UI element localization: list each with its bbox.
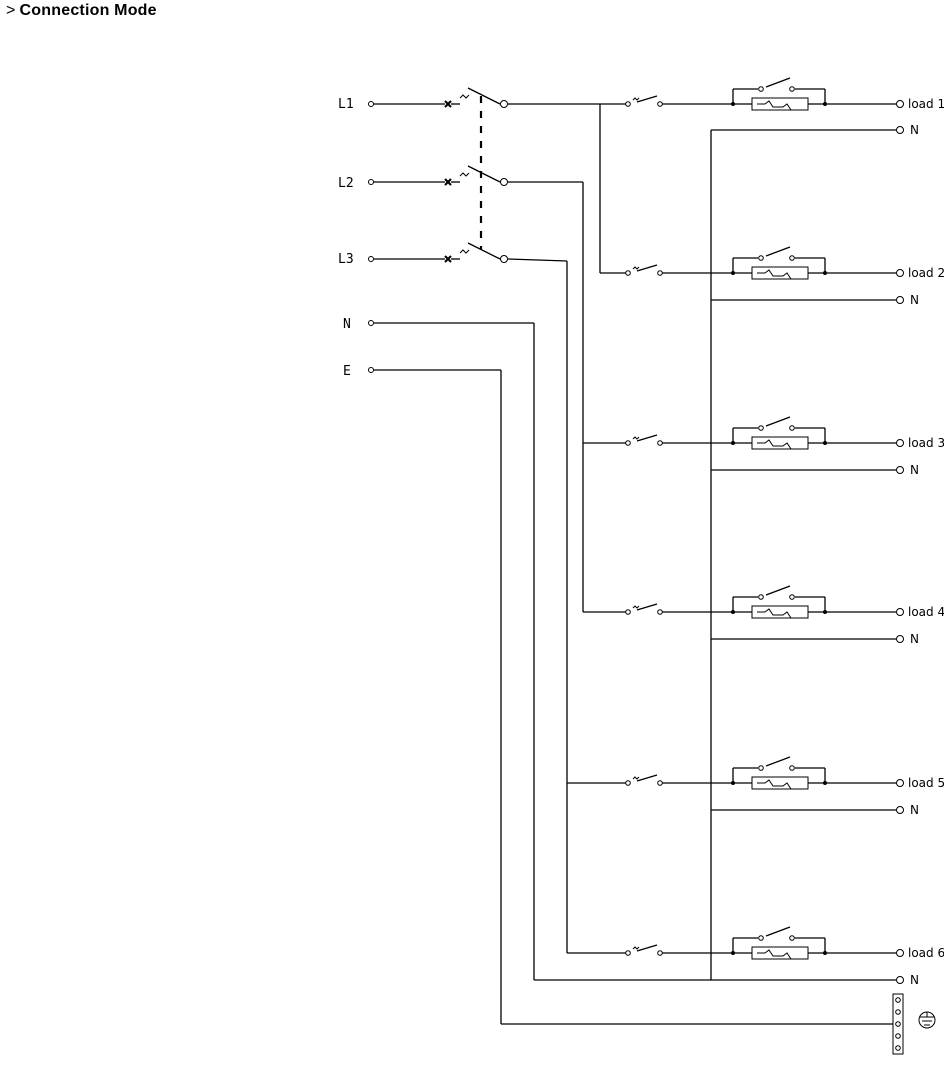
earth-ground-icon bbox=[918, 1011, 936, 1029]
load-circuit-2: load 2 N bbox=[625, 246, 944, 307]
neutral-label: N bbox=[910, 632, 919, 646]
breaker-trip-mark-l1 bbox=[444, 100, 452, 108]
breaker-trip-mark-l3 bbox=[444, 255, 452, 263]
load-circuit-5: load 5 N bbox=[625, 756, 944, 817]
neutral-label: N bbox=[910, 293, 919, 307]
load-label: load 1 bbox=[908, 97, 944, 111]
neutral-terminal bbox=[896, 635, 904, 643]
neutral-terminal bbox=[896, 976, 904, 984]
load-label: load 4 bbox=[908, 605, 944, 619]
load-label: load 5 bbox=[908, 776, 944, 790]
load-label: load 6 bbox=[908, 946, 944, 960]
page-title: >Connection Mode bbox=[6, 2, 157, 20]
neutral-terminal bbox=[896, 466, 904, 474]
load-label: load 3 bbox=[908, 436, 944, 450]
load-terminal bbox=[896, 608, 904, 616]
neutral-label: N bbox=[910, 803, 919, 817]
load-label: load 2 bbox=[908, 266, 944, 280]
main-breaker-3pole bbox=[444, 87, 508, 263]
load-terminal bbox=[896, 439, 904, 447]
title-text: Connection Mode bbox=[19, 2, 157, 19]
input-wires bbox=[368, 101, 896, 1025]
neutral-label: N bbox=[910, 123, 919, 137]
input-label-l1: L1 bbox=[338, 97, 354, 112]
phase-distribution bbox=[507, 103, 896, 980]
load-terminal bbox=[896, 949, 904, 957]
load-circuit-3: load 3 N bbox=[625, 416, 944, 477]
input-label-e: E bbox=[343, 364, 351, 379]
input-label-l2: L2 bbox=[338, 176, 354, 191]
input-label-n: N bbox=[343, 317, 351, 332]
neutral-terminal bbox=[896, 126, 904, 134]
load-terminal bbox=[896, 779, 904, 787]
neutral-label: N bbox=[910, 463, 919, 477]
load-circuit-4: load 4 N bbox=[625, 585, 944, 646]
load-circuit-1: load 1 N bbox=[625, 77, 944, 137]
load-terminal bbox=[896, 100, 904, 108]
chevron-right-icon: > bbox=[6, 2, 16, 19]
input-label-l3: L3 bbox=[338, 252, 354, 267]
load-terminal bbox=[896, 269, 904, 277]
neutral-terminal bbox=[896, 806, 904, 814]
neutral-label: N bbox=[910, 973, 919, 987]
earth-terminal-block bbox=[892, 993, 904, 1055]
load-circuit-6: load 6 N bbox=[625, 926, 944, 987]
breaker-trip-mark-l2 bbox=[444, 178, 452, 186]
neutral-terminal bbox=[896, 296, 904, 304]
